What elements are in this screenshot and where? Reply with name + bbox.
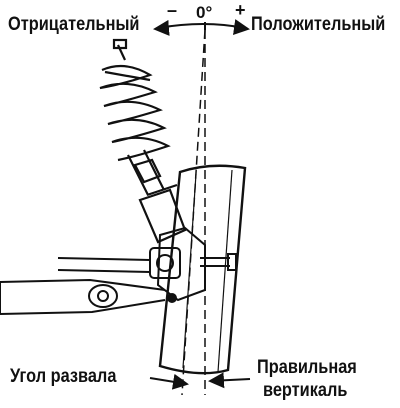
zero-degree-label: 0° [196, 3, 213, 22]
strut-and-spring [99, 38, 187, 244]
camber-pointer-arrow [149, 373, 189, 390]
plus-sign: + [235, 0, 246, 20]
true-vertical-label-line1: Правильная [257, 357, 357, 378]
minus-sign: – [167, 0, 178, 20]
arrow-left-icon [153, 19, 170, 36]
true-vertical-label-line2: вертикаль [263, 380, 348, 401]
lower-control-arm [0, 257, 166, 315]
vertical-pointer-arrow [208, 372, 251, 389]
wheel [158, 164, 247, 375]
angle-scale-arc [157, 23, 245, 29]
camber-angle-label: Угол развала [10, 366, 117, 387]
positive-label: Положительный [251, 14, 386, 35]
arrow-right-icon [233, 19, 250, 35]
negative-label: Отрицательный [8, 14, 140, 35]
